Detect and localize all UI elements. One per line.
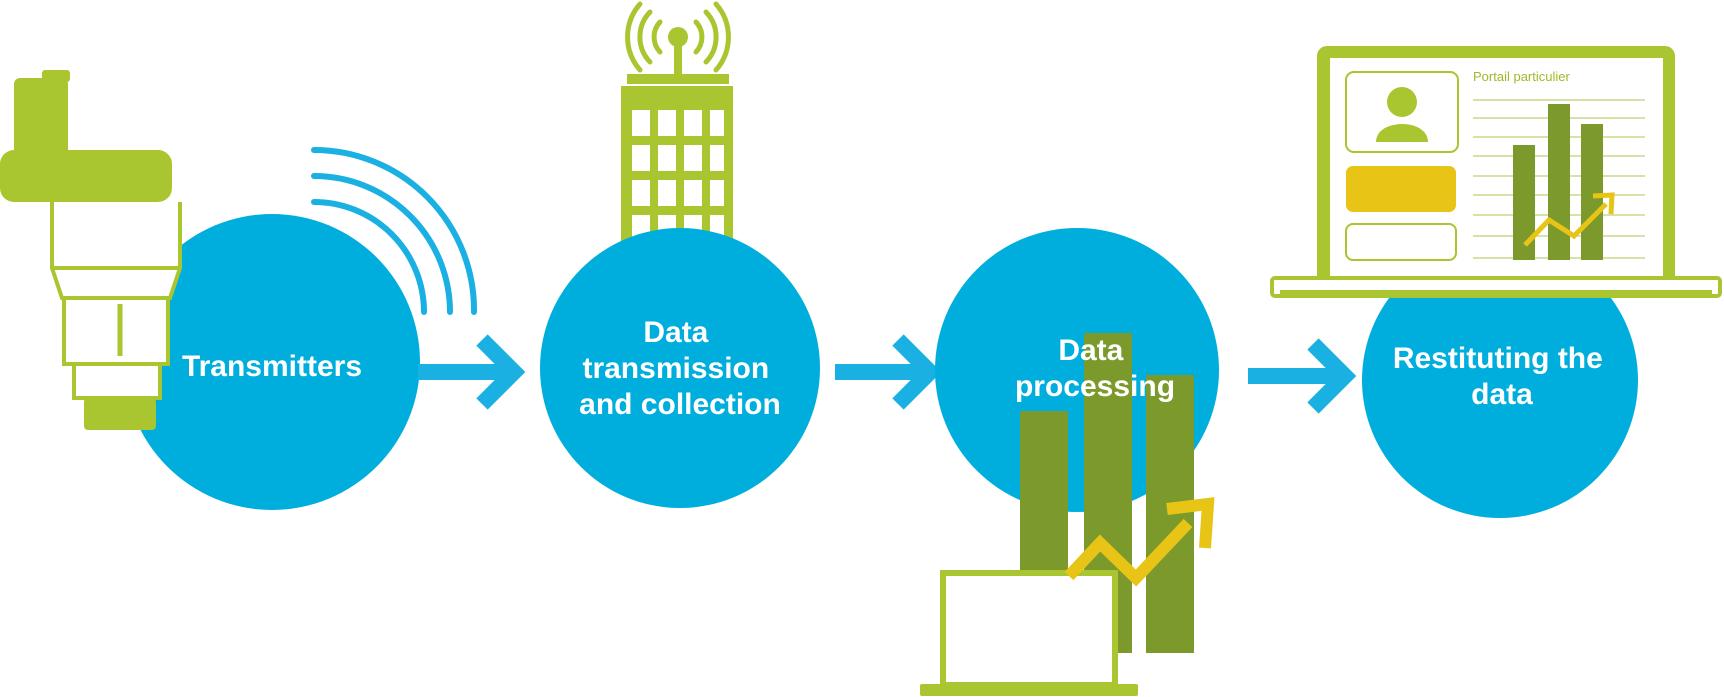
user-avatar-icon	[1345, 71, 1459, 153]
antenna-tower-icon	[621, 1, 733, 266]
flow-arrow-2	[835, 334, 942, 410]
flow-arrow-3	[1248, 338, 1357, 414]
laptop-icon	[920, 570, 1138, 696]
portal-empty-field	[1345, 223, 1457, 261]
portal-trend-arrow-icon	[1523, 192, 1615, 247]
step-label-data-processing: Data processing	[1015, 334, 1175, 403]
water-meter-icon	[0, 70, 182, 430]
step-label-restituting: Restituting the data	[1393, 342, 1611, 411]
step-label-transmitters: Transmitters	[182, 350, 362, 383]
step-circle-data-transmission	[540, 228, 820, 508]
step-label-data-transmission: Data transmission and collection	[579, 316, 781, 421]
portal-yellow-field	[1346, 166, 1456, 212]
portal-title: Portail particulier	[1473, 69, 1570, 84]
flow-arrow-1	[418, 334, 526, 410]
radio-waves-icon	[311, 147, 478, 315]
trend-arrow-icon	[1064, 497, 1215, 587]
step-circle-restituting	[1362, 242, 1638, 518]
step-circle-transmitters	[124, 214, 420, 510]
